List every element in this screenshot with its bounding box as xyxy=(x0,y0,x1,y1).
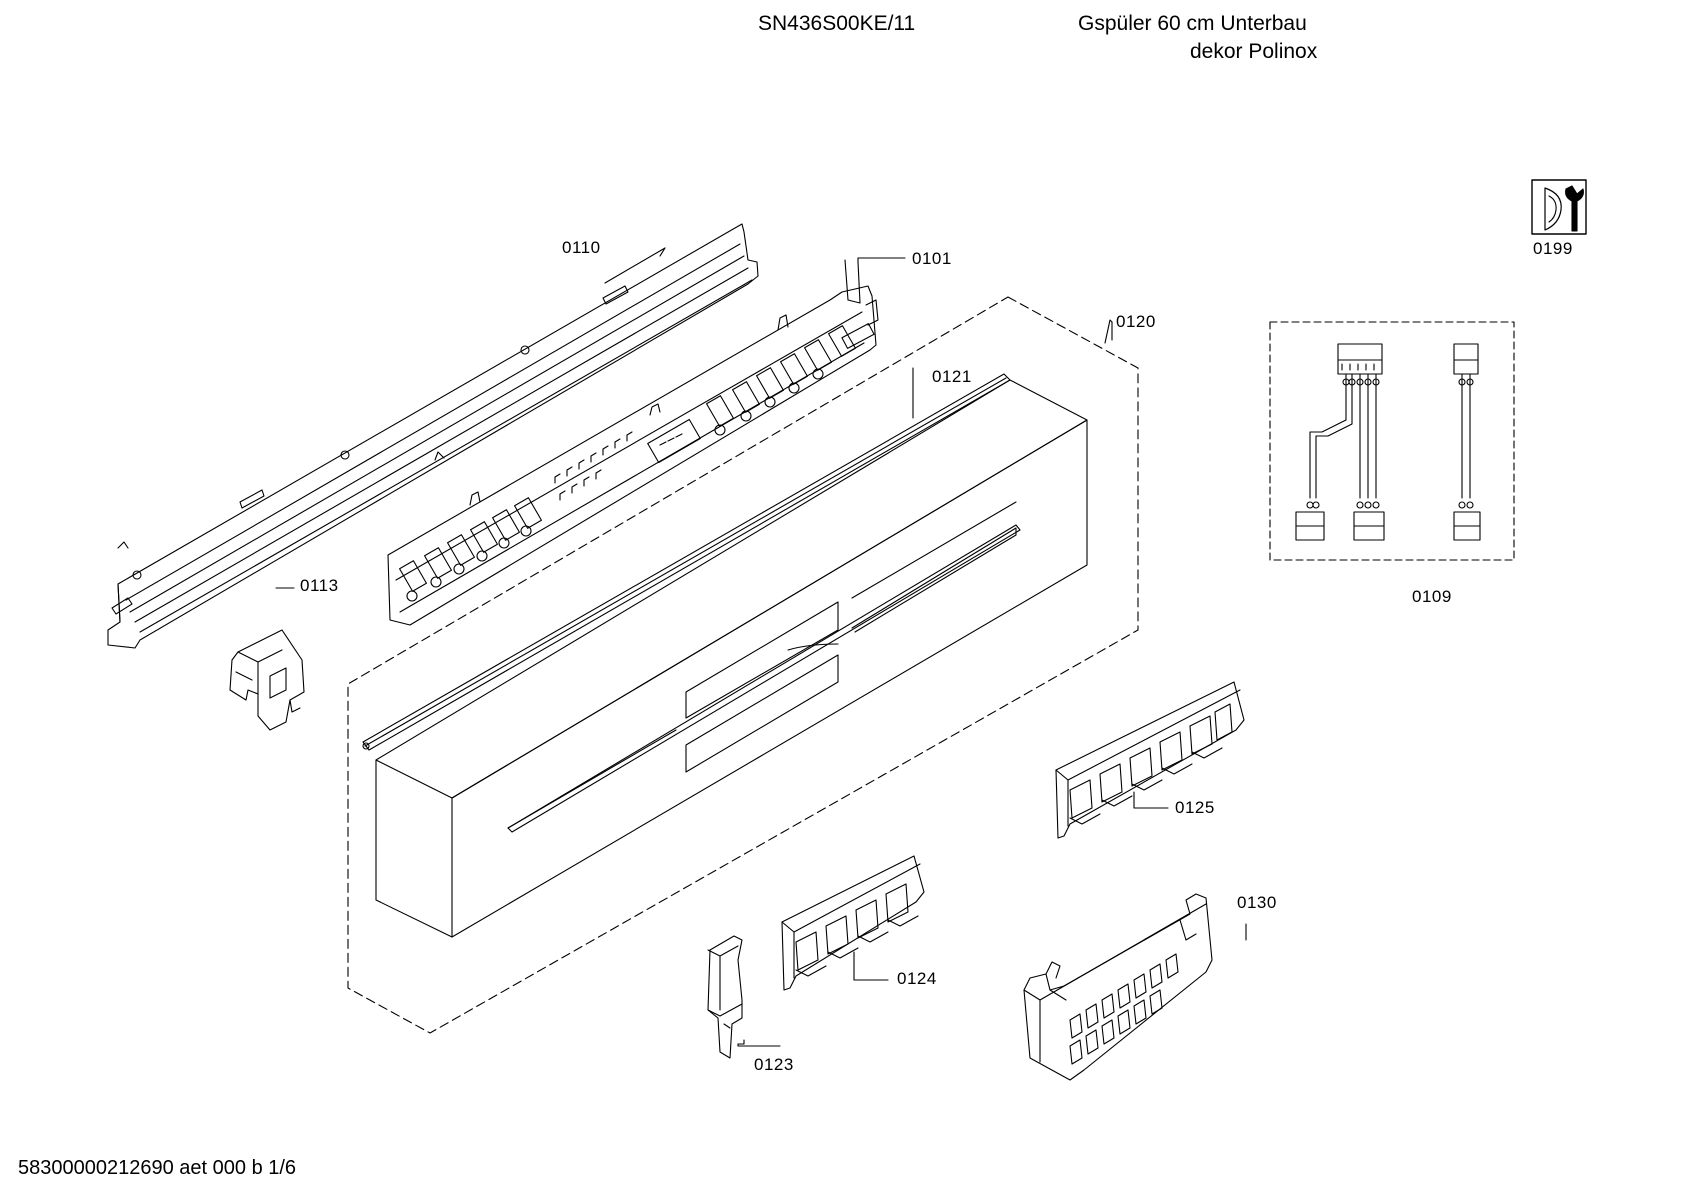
part-label-0109: 0109 xyxy=(1412,587,1452,606)
part-0109-harness xyxy=(1270,322,1514,560)
part-0124-button-carrier xyxy=(782,856,924,990)
leader-0124 xyxy=(854,952,888,980)
description-line-2: dekor Polinox xyxy=(1190,40,1318,63)
leader-0101 xyxy=(858,258,905,262)
part-label-0123: 0123 xyxy=(754,1055,794,1074)
part-label-0130: 0130 xyxy=(1237,893,1277,912)
description-line-1: Gspüler 60 cm Unterbau xyxy=(1078,12,1307,35)
leader-0110 xyxy=(660,248,665,256)
part-label-0120: 0120 xyxy=(1116,312,1156,331)
leader-0125 xyxy=(1134,792,1168,808)
part-0113-bracket xyxy=(230,630,304,730)
part-0110-rail xyxy=(108,224,758,648)
part-0125-button-carrier xyxy=(1056,682,1244,838)
part-label-0125: 0125 xyxy=(1175,798,1215,817)
part-label-0101: 0101 xyxy=(912,249,952,268)
part-label-0113: 0113 xyxy=(300,576,339,595)
model-number: SN436S00KE/11 xyxy=(758,12,916,35)
part-label-0110: 0110 xyxy=(562,238,601,257)
part-0101-electronic-module xyxy=(388,260,878,625)
part-0123-switch-rod xyxy=(708,936,742,1058)
leader-0123 xyxy=(738,1040,780,1046)
part-front-panel xyxy=(376,380,1087,937)
part-label-0199: 0199 xyxy=(1533,239,1573,258)
leader-0120 xyxy=(1105,320,1112,343)
assembly-boundary-0120 xyxy=(348,297,1138,1033)
service-wrench-icon[interactable] xyxy=(1532,180,1586,234)
part-label-0121: 0121 xyxy=(932,367,972,386)
document-id: 58300000212690 aet 000 b 1/6 xyxy=(18,1157,297,1179)
part-label-0124: 0124 xyxy=(897,969,937,988)
part-0130-connector-housing xyxy=(1024,894,1212,1080)
